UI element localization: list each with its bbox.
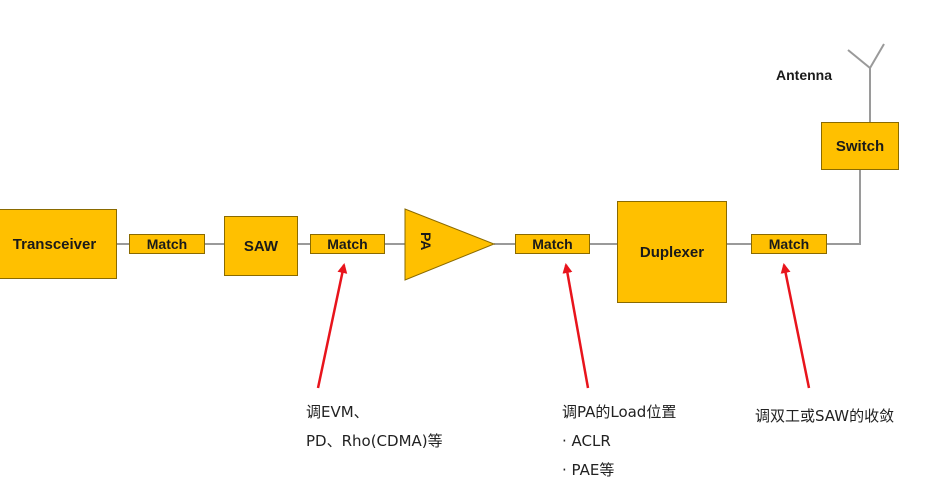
switch-label: Switch [835, 137, 885, 155]
saw-label: SAW [243, 237, 279, 255]
wire-duplexer-match4 [727, 243, 751, 245]
match-label-1: Match [146, 236, 188, 252]
annotation-pa-load: 调PA的Load位置 · ACLR · PAE等 [562, 398, 676, 485]
annotation-evm-line1: 调EVM、 [306, 403, 369, 421]
wire-pa-match3 [494, 243, 515, 245]
wire-switch-antenna [869, 68, 871, 122]
wire-saw-match2 [298, 243, 310, 245]
match-block-4: Match [751, 234, 827, 254]
annotation-pa-load-line2: · ACLR [562, 432, 611, 450]
arrow-to-match2 [316, 263, 348, 389]
match-label-2: Match [327, 236, 368, 252]
annotation-evm: 调EVM、 PD、Rho(CDMA)等 [306, 398, 443, 456]
match-label-3: Match [532, 236, 573, 252]
annotation-duplexer-saw-line1: 调双工或SAW的收敛 [755, 407, 895, 425]
match-block-2: Match [310, 234, 385, 254]
match-block-3: Match [515, 234, 590, 254]
annotation-duplexer-saw: 调双工或SAW的收敛 [755, 402, 894, 431]
arrow-to-match3 [562, 263, 590, 389]
wire-match4-switch-h [827, 243, 860, 245]
saw-block: SAW [224, 216, 298, 276]
duplexer-label: Duplexer [639, 243, 705, 261]
duplexer-block: Duplexer [617, 201, 727, 303]
wire-match4-switch-v [859, 170, 861, 245]
arrow-to-match4 [780, 263, 811, 389]
wire-transceiver-match1 [116, 243, 129, 245]
wire-match2-pa [385, 243, 405, 245]
antenna-label: Antenna [776, 67, 832, 83]
match-block-1: Match [129, 234, 205, 254]
transceiver-block: Transceiver [0, 209, 117, 279]
wire-match3-duplexer [590, 243, 617, 245]
transceiver-label: Transceiver [12, 235, 97, 253]
switch-block: Switch [821, 122, 899, 170]
annotation-pa-load-line3: · PAE等 [562, 461, 615, 479]
annotation-evm-line2: PD、Rho(CDMA)等 [306, 432, 443, 450]
match-label-4: Match [768, 236, 810, 252]
annotation-pa-load-line1: 调PA的Load位置 [562, 403, 677, 421]
wire-match1-saw [205, 243, 224, 245]
